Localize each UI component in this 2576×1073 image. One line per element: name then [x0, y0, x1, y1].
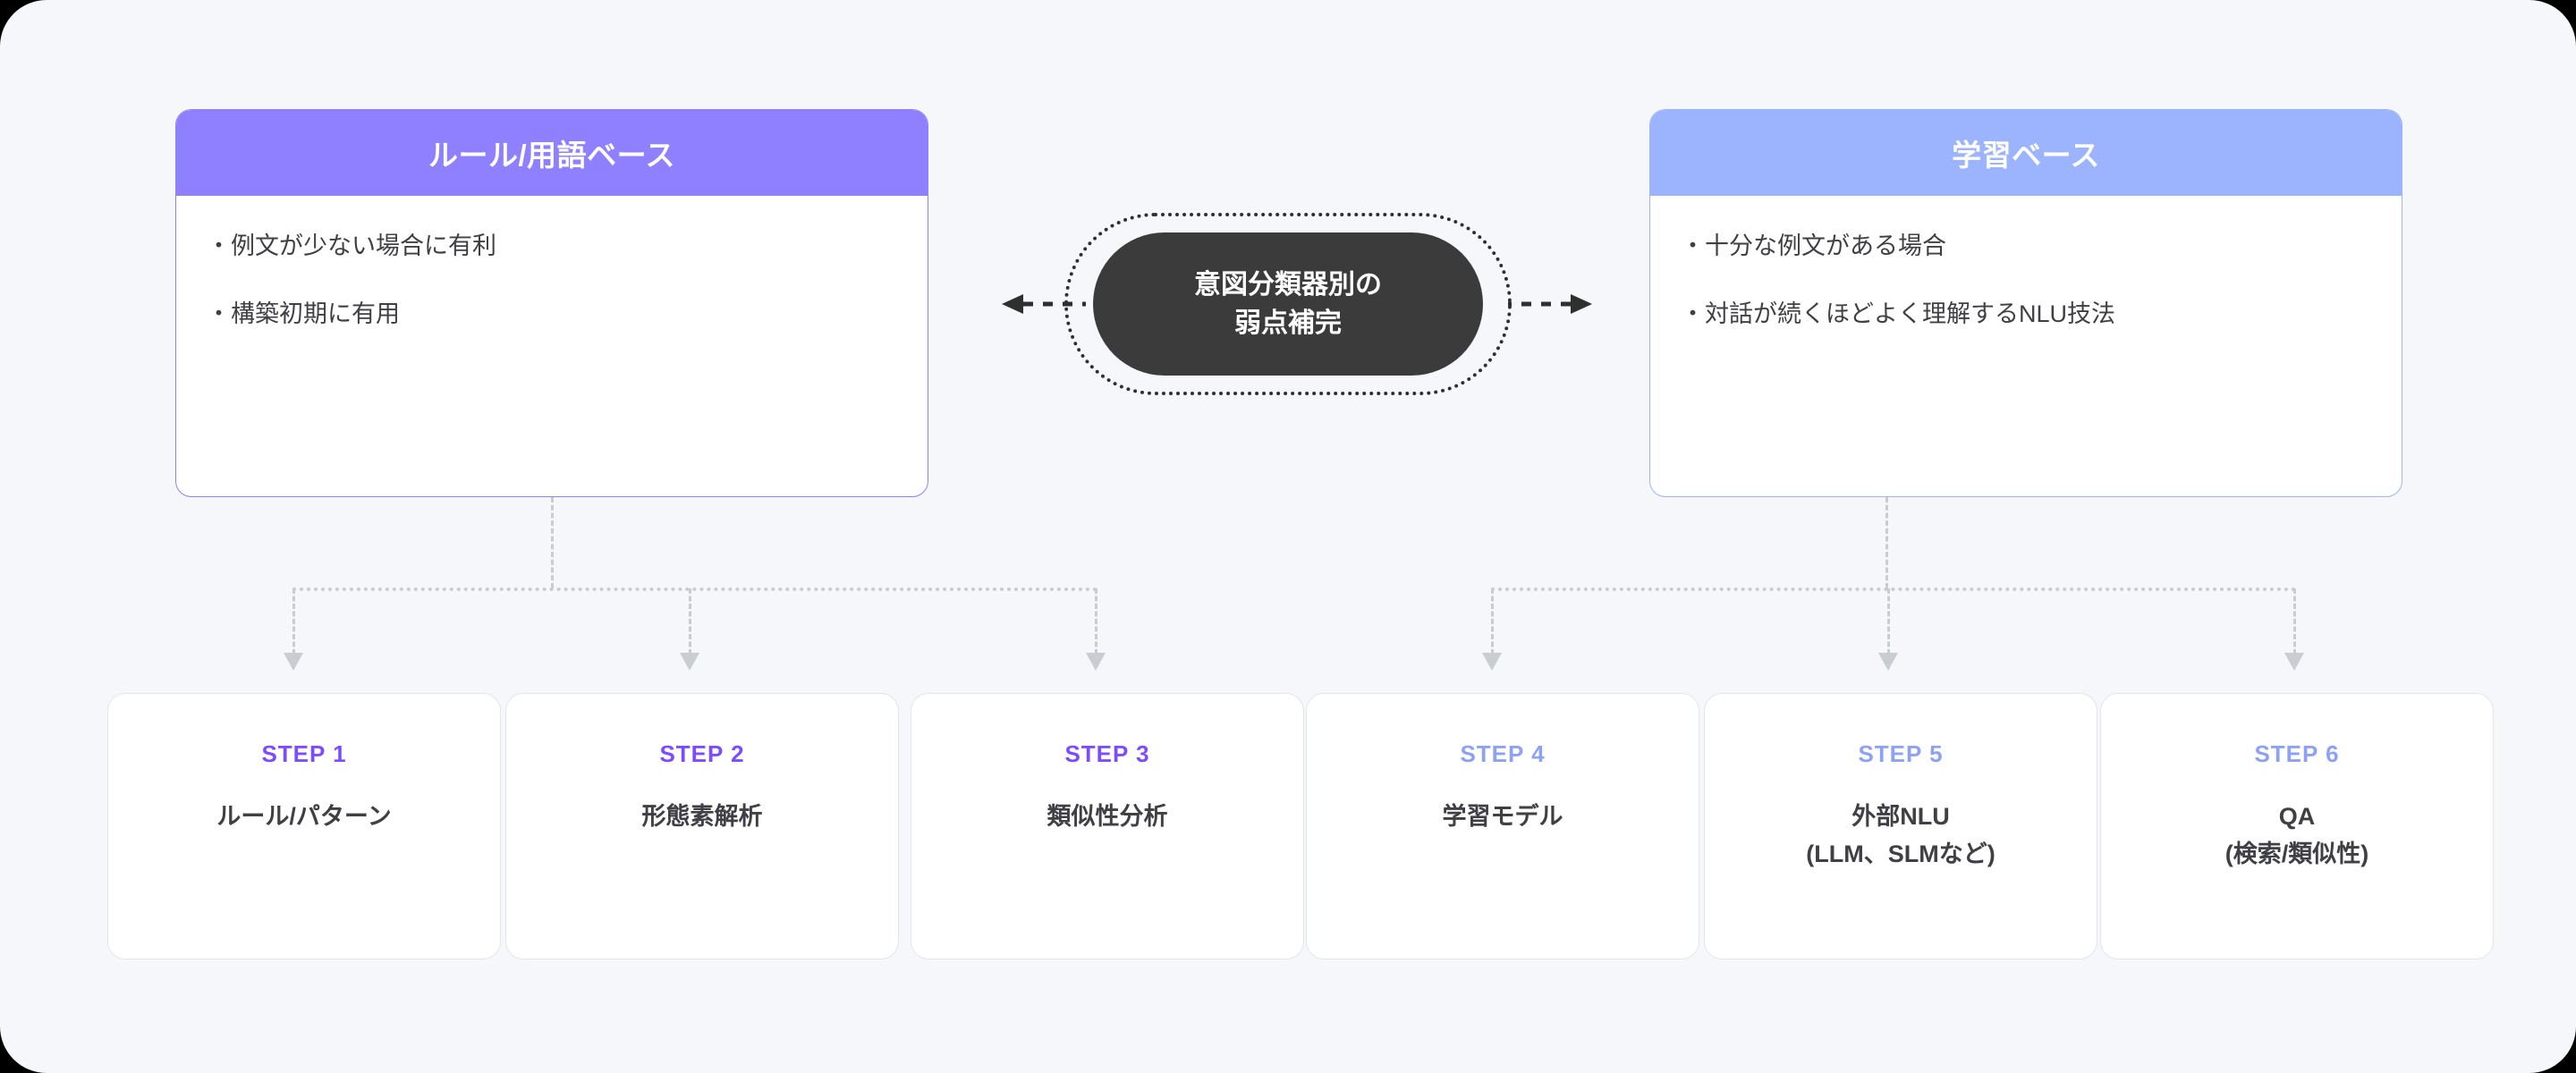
connector-arrow-icon	[1878, 653, 1898, 671]
connector-stem	[1885, 497, 1888, 588]
step-title: QA (検索/類似性)	[2225, 798, 2368, 874]
step-title-line2: (検索/類似性)	[2224, 840, 2369, 867]
bullet-item: ・例文が少ない場合に有利	[207, 232, 496, 259]
step-title: 類似性分析	[1047, 798, 1168, 836]
connector-drop	[2293, 588, 2296, 655]
step-title: 学習モデル	[1443, 798, 1563, 836]
card-header-rule-based: ルール/用語ベース	[176, 110, 928, 196]
connector-bus	[1491, 587, 2296, 591]
comparison-card-learning-based[interactable]: 学習ベース ・十分な例文がある場合 ・対話が続くほどよく理解するNLU技法	[1649, 109, 2402, 497]
step-label: STEP 3	[1064, 740, 1150, 767]
connector-drop	[689, 588, 691, 655]
step-label: STEP 5	[1858, 740, 1944, 767]
connector-arrow-icon	[1086, 653, 1106, 671]
step-label: STEP 2	[659, 740, 745, 767]
step-title-line1: 外部NLU	[1852, 803, 1950, 830]
connector-bus	[292, 587, 1097, 591]
card-body-learning-based: ・十分な例文がある場合 ・対話が続くほどよく理解するNLU技法	[1650, 196, 2402, 496]
center-node: 意図分類器別の 弱点補完	[1002, 206, 1592, 402]
step-card-2[interactable]: STEP 2 形態素解析	[505, 693, 899, 959]
step-title: 外部NLU (LLM、SLMなど)	[1806, 798, 1995, 874]
step-title-line1: 学習モデル	[1442, 803, 1563, 830]
step-title-line1: 類似性分析	[1046, 803, 1168, 830]
step-label: STEP 6	[2254, 740, 2340, 767]
center-pill[interactable]: 意図分類器別の 弱点補完	[1093, 232, 1483, 376]
bullet-item: ・十分な例文がある場合	[1681, 232, 1946, 259]
card-header-learning-based: 学習ベース	[1650, 110, 2402, 196]
connector-drop	[1491, 588, 1494, 655]
connector-drop	[292, 588, 295, 655]
step-card-5[interactable]: STEP 5 外部NLU (LLM、SLMなど)	[1704, 693, 2097, 959]
step-title-line2: (LLM、SLMなど)	[1806, 840, 1996, 867]
connector-arrow-icon	[2284, 653, 2304, 671]
center-pill-line1: 意図分類器別の	[1194, 269, 1382, 300]
bullet-item: ・対話が続くほどよく理解するNLU技法	[1681, 300, 2116, 328]
connector-arrow-icon	[1482, 653, 1502, 671]
arrow-right-icon	[1508, 294, 1592, 314]
step-label: STEP 4	[1460, 740, 1546, 767]
connector-drop	[1095, 588, 1097, 655]
arrow-left-icon	[1002, 294, 1086, 314]
step-card-6[interactable]: STEP 6 QA (検索/類似性)	[2100, 693, 2494, 959]
connector-arrow-icon	[680, 653, 699, 671]
step-title-line1: QA	[2278, 803, 2316, 830]
step-label: STEP 1	[261, 740, 347, 767]
dashed-ring	[1064, 213, 1512, 395]
bullet-item: ・構築初期に有用	[207, 300, 400, 328]
step-title-line1: 形態素解析	[641, 803, 763, 830]
step-title: ルール/パターン	[216, 798, 391, 836]
connector-stem	[551, 497, 554, 588]
comparison-card-rule-based[interactable]: ルール/用語ベース ・例文が少ない場合に有利 ・構築初期に有用	[175, 109, 928, 497]
step-card-1[interactable]: STEP 1 ルール/パターン	[107, 693, 501, 959]
card-body-rule-based: ・例文が少ない場合に有利 ・構築初期に有用	[176, 196, 928, 496]
step-card-3[interactable]: STEP 3 類似性分析	[911, 693, 1304, 959]
step-card-4[interactable]: STEP 4 学習モデル	[1306, 693, 1699, 959]
step-title: 形態素解析	[642, 798, 763, 836]
step-title-line1: ルール/パターン	[216, 803, 392, 830]
center-pill-line2: 弱点補完	[1234, 308, 1342, 338]
connector-drop	[1887, 588, 1890, 655]
connector-arrow-icon	[284, 653, 303, 671]
